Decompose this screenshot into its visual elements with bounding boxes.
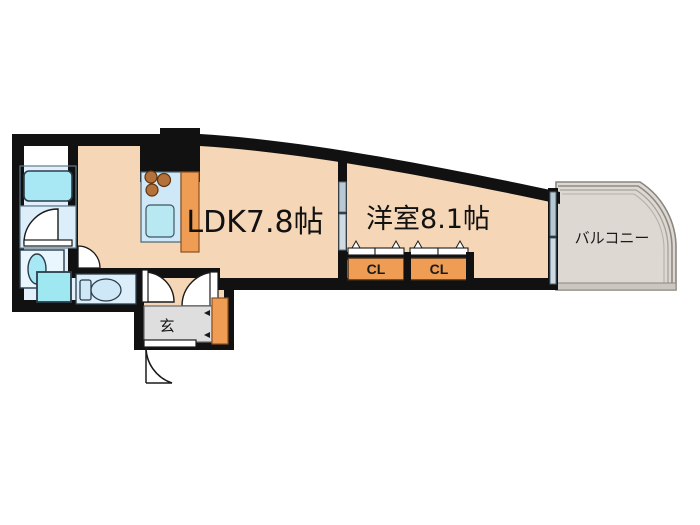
closets-group: CL CL: [347, 239, 474, 282]
room-divider-group: [338, 181, 347, 251]
closet-2-door-panel: [409, 247, 439, 256]
bathroom-door-panel: [23, 239, 73, 247]
shoe-closet: [211, 297, 229, 345]
genkan-group: 玄: [143, 297, 229, 384]
closet-1-label: CL: [367, 261, 386, 277]
balcony-window-group: [549, 191, 557, 285]
wall-hall-left: [134, 306, 144, 350]
washing-machine-space: [36, 271, 72, 303]
genkan-label: 玄: [159, 317, 174, 335]
toilet-bowl: [90, 278, 122, 302]
genkan-floor: [143, 305, 213, 343]
balcony-slab-edge: [555, 282, 677, 291]
bathtub: [23, 170, 73, 202]
closet-1-door-panel: [347, 247, 376, 256]
bathroom-door-swing: [23, 208, 59, 244]
stove-burner-icon: [144, 170, 158, 184]
wall-hall-right: [224, 278, 234, 350]
balcony-area: バルコニー: [555, 181, 677, 291]
ldk-label: LDK7.8帖: [186, 205, 323, 240]
hall-door-swing: [143, 271, 175, 303]
toilet-tank: [79, 279, 92, 301]
hall-doors-group: [77, 245, 219, 307]
balcony-railing-outer: [558, 185, 673, 286]
balcony-label: バルコニー: [575, 229, 650, 247]
washitsu-label: 洋室8.1帖: [366, 204, 490, 235]
toilet-group: [75, 273, 137, 305]
shoe-closet-arrow-icon: [204, 332, 210, 338]
stove-burner-icon: [156, 172, 172, 188]
washroom-door-swing: [77, 245, 101, 269]
balcony-railing-inner: [562, 193, 665, 286]
closet-1-handle-icon: [391, 239, 401, 249]
closet-2-door-panel: [437, 247, 469, 256]
refrigerator-space: [180, 171, 200, 253]
kitchen-group: [140, 170, 200, 253]
closet-2-label: CL: [430, 261, 449, 277]
room-divider-sliding-door: [338, 213, 347, 251]
hall-door-panel: [141, 269, 149, 303]
bathroom-fixtures-group: [19, 165, 77, 303]
entrance-door-panel: [143, 339, 197, 348]
shoe-closet-arrow-icon: [204, 310, 210, 316]
wall-toilet-right: [134, 268, 144, 312]
closet-2-handle-icon: [413, 239, 423, 249]
room-divider-sliding-door: [338, 181, 347, 213]
stove-burner-icon: [145, 183, 159, 197]
balcony-floor: [555, 181, 677, 291]
balcony-sliding-window: [549, 237, 557, 285]
closet-1-door-panel: [374, 247, 405, 256]
closet-1-handle-icon: [351, 239, 361, 249]
closet-end-wall: [466, 252, 474, 282]
closet-2-handle-icon: [455, 239, 465, 249]
kitchen-sink: [145, 204, 175, 238]
balcony-sliding-window: [549, 191, 557, 237]
balcony-railing-mid: [560, 189, 669, 286]
closet-divider-wall: [404, 252, 411, 282]
